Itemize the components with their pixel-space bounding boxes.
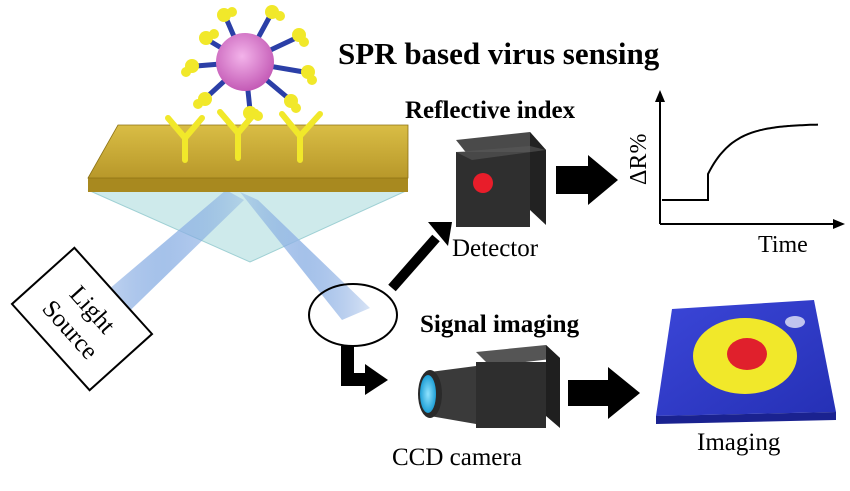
- imaging-label: Imaging: [697, 429, 781, 456]
- reflected-light-beam: [240, 192, 370, 320]
- x-axis-label: Time: [758, 232, 808, 258]
- light-source-box: Light Source: [10, 246, 154, 392]
- diagram-title: SPR based virus sensing: [338, 36, 660, 71]
- prism: [88, 190, 408, 262]
- imaging-spot-inner: [727, 338, 767, 370]
- reflective-index-heading: Reflective index: [405, 97, 576, 124]
- detector-cube: [456, 132, 546, 227]
- arrow-to-detector: [388, 234, 440, 292]
- detector-label: Detector: [452, 235, 539, 262]
- imaging-plate: [656, 300, 836, 424]
- incident-light-beam: [82, 190, 244, 328]
- arrow-to-camera: [341, 346, 388, 395]
- y-axis-label: ΔR%: [626, 134, 652, 185]
- signal-imaging-heading: Signal imaging: [420, 311, 580, 338]
- virus-particle: [181, 5, 317, 121]
- arrow-to-plot: [556, 155, 618, 205]
- gold-film: [88, 125, 408, 178]
- ccd-camera: [418, 345, 560, 428]
- antibody-layer: [165, 109, 323, 163]
- response-plot: ΔR% Time: [626, 90, 845, 258]
- response-curve: [662, 123, 819, 201]
- arrow-to-imaging: [568, 367, 640, 419]
- ccd-camera-label: CCD camera: [392, 444, 522, 471]
